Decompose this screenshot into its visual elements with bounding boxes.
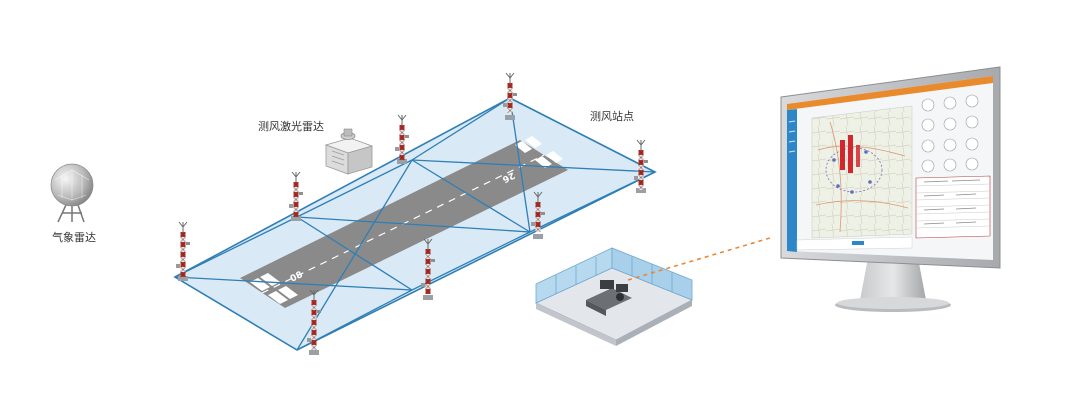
radome-icon [50,163,94,223]
app-sidebar[interactable] [787,109,797,252]
weather-radar [50,163,94,223]
mast-icon [176,221,190,281]
mast-icon [503,72,517,120]
lidar-icon [324,128,374,175]
wind-data-table [915,175,991,239]
station-network [174,97,656,351]
control-room [535,247,693,346]
app-header [787,76,993,110]
weather-radar-label: 气象雷达 [52,230,96,244]
mast-icon [634,139,648,193]
wind-lidar-label: 测风激光雷达 [258,119,324,133]
wind-gauges [921,94,979,173]
data-link [627,237,771,281]
mast-icon [289,171,303,221]
wind-lidar [324,128,374,175]
monitor [780,66,1001,312]
mast-icon [421,238,435,300]
wind-masts [176,72,648,355]
mast-icon [395,114,409,164]
monitoring-app-screen [787,76,993,252]
wind-station-label: 测风站点 [590,109,634,123]
app-map[interactable] [811,105,913,239]
monitoring-zone: 08 26 [173,97,657,351]
mast-icon [531,191,545,239]
mast-icon [307,289,321,355]
control-room-icon [535,247,693,346]
